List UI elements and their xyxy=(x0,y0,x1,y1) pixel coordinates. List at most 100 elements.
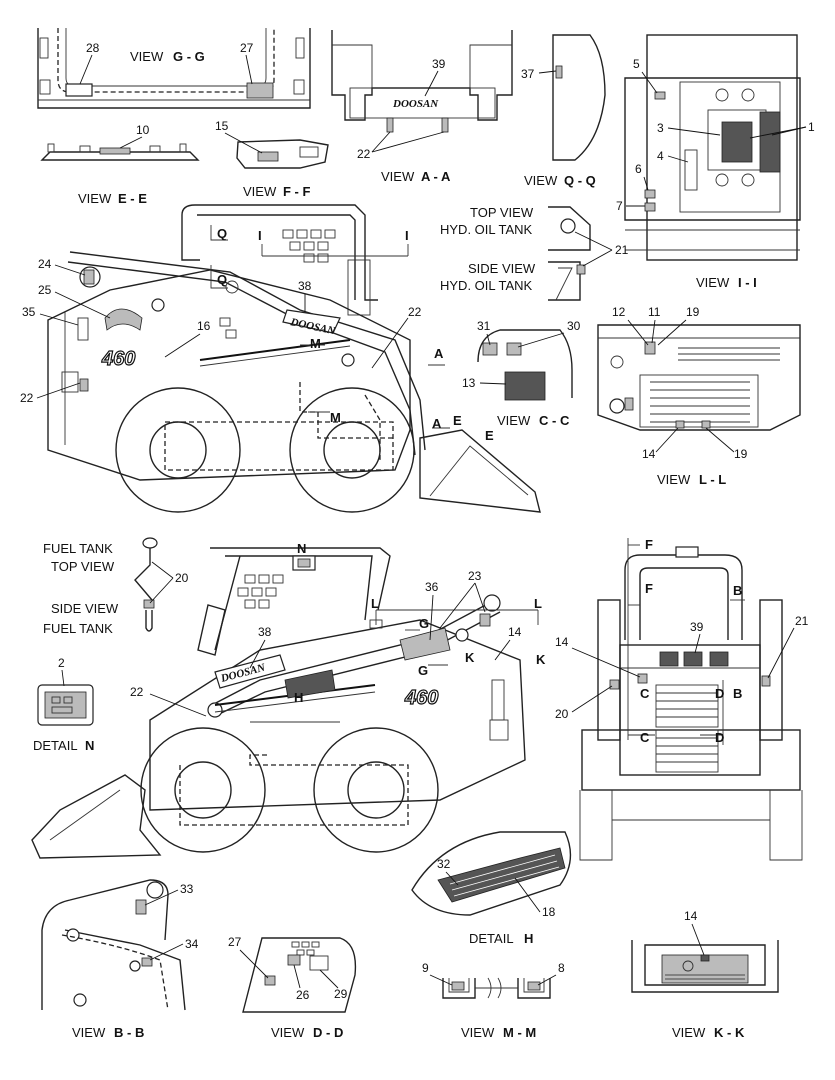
callout-23: 23 xyxy=(468,569,482,583)
callout-4: 4 xyxy=(657,149,664,163)
callout-20-rear: 20 xyxy=(555,707,569,721)
callout-36: 36 xyxy=(425,580,439,594)
callout-19-top: 19 xyxy=(686,305,700,319)
callout-28: 28 xyxy=(86,41,100,55)
callout-14-rear: 14 xyxy=(555,635,569,649)
callout-18: 18 xyxy=(542,905,556,919)
view-dd-drawing xyxy=(242,937,357,1013)
callout-35: 35 xyxy=(22,305,36,319)
detail-h-prefix: DETAIL xyxy=(469,931,514,946)
aa-brand-decal: DOOSAN xyxy=(392,98,439,110)
view-qq-drawing xyxy=(552,34,606,161)
section-a-bottom: A xyxy=(432,416,442,431)
callout-37: 37 xyxy=(521,67,535,81)
callout-9: 9 xyxy=(422,961,429,975)
section-d-bottom: D xyxy=(715,730,724,745)
view-gg-prefix: VIEW xyxy=(130,49,164,64)
view-cc-letter: C - C xyxy=(539,413,570,428)
section-e-bottom: E xyxy=(485,428,494,443)
view-cc-drawing xyxy=(477,329,573,401)
view-bb-prefix: VIEW xyxy=(72,1025,106,1040)
callout-39-aa: 39 xyxy=(432,57,446,71)
callout-26: 26 xyxy=(296,988,310,1002)
view-bb-letter: B - B xyxy=(114,1025,144,1040)
section-m-top: M xyxy=(310,336,321,351)
view-kk-letter: K - K xyxy=(714,1025,745,1040)
callout-22-right: 22 xyxy=(20,391,34,405)
section-b-bottom: B xyxy=(733,686,742,701)
hyd-tank-sketch xyxy=(548,206,591,301)
section-g-top: G xyxy=(419,616,429,631)
section-k-right: K xyxy=(536,652,546,667)
section-h-label: H xyxy=(294,690,303,705)
view-ff-drawing xyxy=(236,139,329,169)
callout-25: 25 xyxy=(38,283,52,297)
callout-3: 3 xyxy=(657,121,664,135)
section-l-right: L xyxy=(534,596,542,611)
hyd-side-tank-label: HYD. OIL TANK xyxy=(440,278,533,293)
detail-h-drawing xyxy=(411,831,572,916)
callout-27: 27 xyxy=(240,41,254,55)
view-ii-letter: I - I xyxy=(738,275,757,290)
callout-14-kk: 14 xyxy=(684,909,698,923)
callout-19-bottom: 19 xyxy=(734,447,748,461)
view-ll-prefix: VIEW xyxy=(657,472,691,487)
fuel-side-tank-label: FUEL TANK xyxy=(43,621,113,636)
detail-n-drawing xyxy=(37,684,94,726)
callout-34: 34 xyxy=(185,937,199,951)
view-aa-letter: A - A xyxy=(421,169,451,184)
view-mm-drawing xyxy=(442,977,551,999)
section-c-top: C xyxy=(640,686,650,701)
view-qq-letter: Q - Q xyxy=(564,173,596,188)
callout-7: 7 xyxy=(616,199,623,213)
view-dd-letter: D - D xyxy=(313,1025,343,1040)
view-gg-letter: G - G xyxy=(173,49,205,64)
section-g-bottom: G xyxy=(418,663,428,678)
callout-21-hyd: 21 xyxy=(615,243,629,257)
view-ll-letter: L - L xyxy=(699,472,726,487)
view-aa-prefix: VIEW xyxy=(381,169,415,184)
section-a-top: A xyxy=(434,346,444,361)
fuel-top-view-label: TOP VIEW xyxy=(51,559,115,574)
rear-view-drawing xyxy=(579,538,803,861)
fuel-tank-sketch xyxy=(134,537,158,632)
view-ee-drawing xyxy=(40,143,200,161)
callout-1: 1 xyxy=(808,120,815,134)
callout-31: 31 xyxy=(477,319,491,333)
detail-n-letter: N xyxy=(85,738,94,753)
callout-20-fuel: 20 xyxy=(175,571,189,585)
section-n-label: N xyxy=(297,541,306,556)
callout-22-left: 22 xyxy=(130,685,144,699)
view-mm-letter: M - M xyxy=(503,1025,536,1040)
hyd-side-view-label: SIDE VIEW xyxy=(468,261,536,276)
main-loader-left: DOOSAN 460 xyxy=(31,547,539,859)
callout-10: 10 xyxy=(136,123,150,137)
section-b-top: B xyxy=(733,583,742,598)
section-k-left: K xyxy=(465,650,475,665)
callout-14-ll: 14 xyxy=(642,447,656,461)
callout-27-dd: 27 xyxy=(228,935,242,949)
view-ll-drawing xyxy=(597,324,801,431)
view-ee-prefix: VIEW xyxy=(78,191,112,206)
callout-22-aa: 22 xyxy=(357,147,371,161)
view-cc-prefix: VIEW xyxy=(497,413,531,428)
hyd-top-tank-label: HYD. OIL TANK xyxy=(440,222,533,237)
view-ii-drawing xyxy=(624,34,801,261)
section-f-bottom: F xyxy=(645,581,653,596)
section-l-left: L xyxy=(371,596,379,611)
callout-38-left: 38 xyxy=(258,625,272,639)
callout-21-rear: 21 xyxy=(795,614,809,628)
callout-12: 12 xyxy=(612,305,626,319)
view-dd-prefix: VIEW xyxy=(271,1025,305,1040)
callout-22-arm: 22 xyxy=(408,305,422,319)
callout-15: 15 xyxy=(215,119,229,133)
callout-30: 30 xyxy=(567,319,581,333)
hyd-top-view-label: TOP VIEW xyxy=(470,205,534,220)
detail-h-letter: H xyxy=(524,931,533,946)
callout-13: 13 xyxy=(462,376,476,390)
callout-8: 8 xyxy=(558,961,565,975)
view-ff-prefix: VIEW xyxy=(243,184,277,199)
section-i-right: I xyxy=(405,228,409,243)
